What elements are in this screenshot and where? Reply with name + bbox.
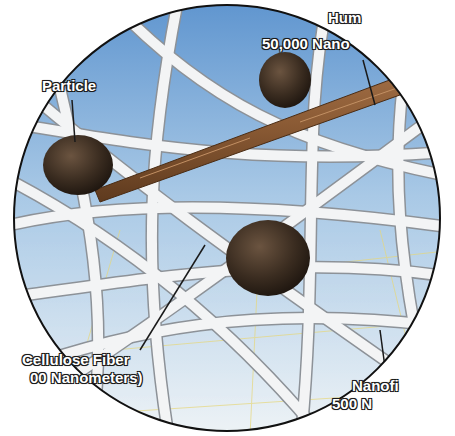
hair-size-label: 50,000 Nano — [262, 36, 350, 53]
cellulose-size-label: 00 Nanometers) — [30, 370, 143, 387]
nanofiber-size-label: 500 N — [332, 396, 372, 413]
hair-label: Hum — [328, 10, 361, 27]
cellulose-label: Cellulose Fiber — [22, 352, 130, 369]
particle-label: Particle — [42, 78, 96, 95]
nanofiber-label: Nanofi — [352, 378, 399, 395]
